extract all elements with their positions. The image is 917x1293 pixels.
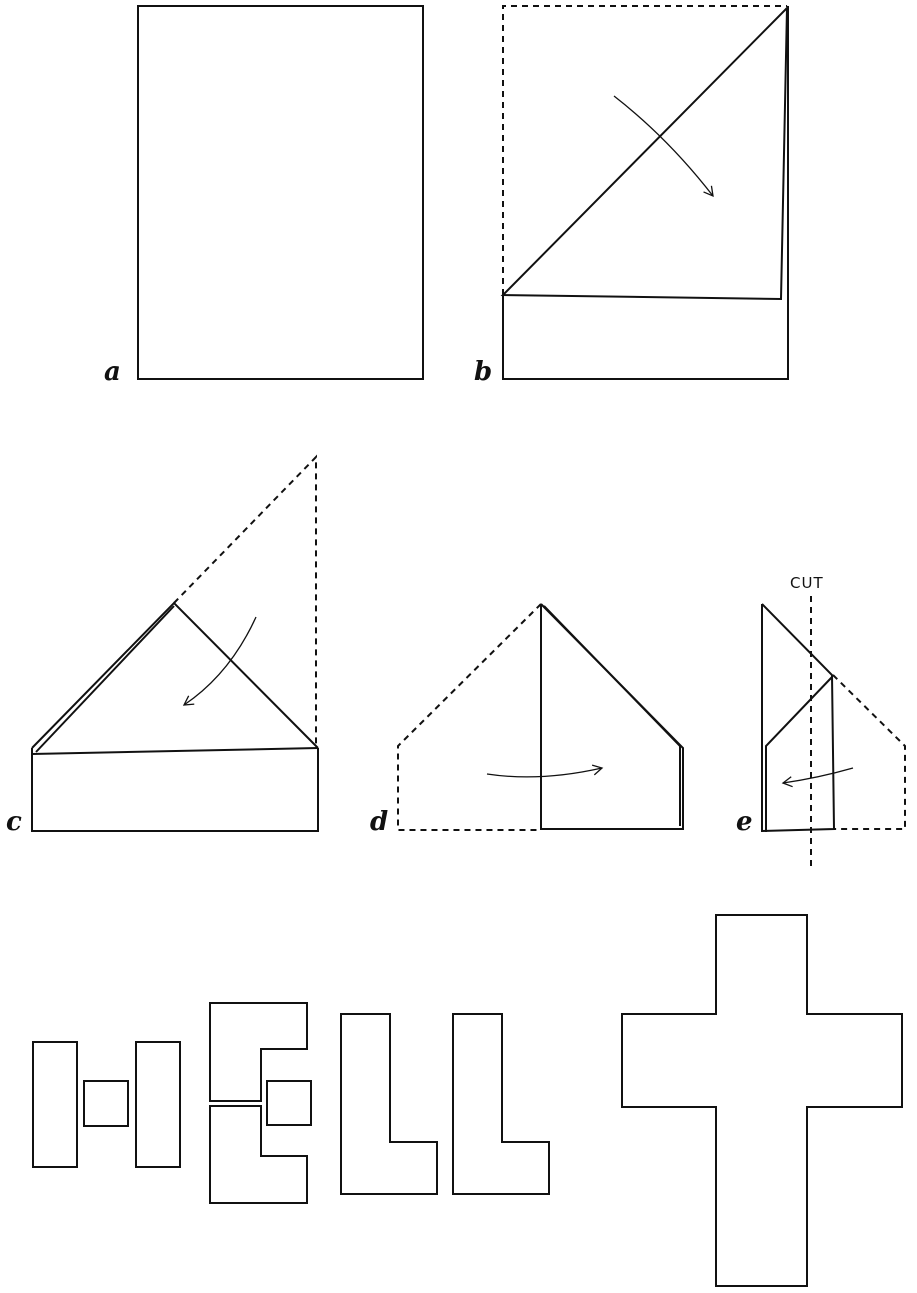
cut-label: CUT	[790, 574, 824, 592]
original-outline	[502, 5, 787, 295]
piece-corner-bottom	[209, 1105, 308, 1204]
piece-square-small	[266, 1080, 312, 1126]
paper-body	[502, 6, 789, 380]
fold-arrow	[486, 764, 604, 778]
step-e-label: e	[736, 807, 753, 837]
fold-crease	[31, 747, 319, 755]
previous-outline	[173, 454, 317, 748]
step-a-label: a	[104, 357, 121, 387]
step-b-panel: b	[474, 5, 789, 387]
fold-arrow	[182, 616, 257, 706]
inner-flap	[765, 676, 833, 832]
folded-layer	[543, 605, 681, 826]
piece-l-first	[340, 1013, 438, 1195]
step-c-label: c	[6, 807, 22, 837]
step-b-label: b	[474, 357, 492, 387]
step-d-label: d	[370, 807, 388, 837]
folded-strip	[761, 603, 836, 833]
folded-half	[540, 603, 684, 830]
cut-pieces	[32, 914, 903, 1287]
piece-bar-right	[135, 1041, 181, 1168]
paper-sheet	[137, 5, 424, 380]
previous-outline	[397, 603, 542, 831]
folded-edge	[35, 605, 175, 753]
fold-arrow	[781, 767, 854, 788]
piece-cross	[621, 914, 903, 1287]
paper-base	[31, 748, 319, 832]
step-d-panel: d	[370, 603, 684, 837]
piece-corner-top	[209, 1002, 308, 1102]
paper-peak	[31, 601, 319, 749]
fold-arrow	[613, 95, 714, 198]
step-e-panel: CUT e	[736, 574, 906, 866]
piece-square	[83, 1080, 129, 1127]
step-c-panel: c	[6, 454, 319, 837]
piece-bar-left	[32, 1041, 78, 1168]
step-a-panel: a	[104, 5, 424, 387]
folded-triangle	[500, 5, 789, 301]
previous-outline	[832, 674, 906, 830]
piece-l-second	[452, 1013, 550, 1195]
